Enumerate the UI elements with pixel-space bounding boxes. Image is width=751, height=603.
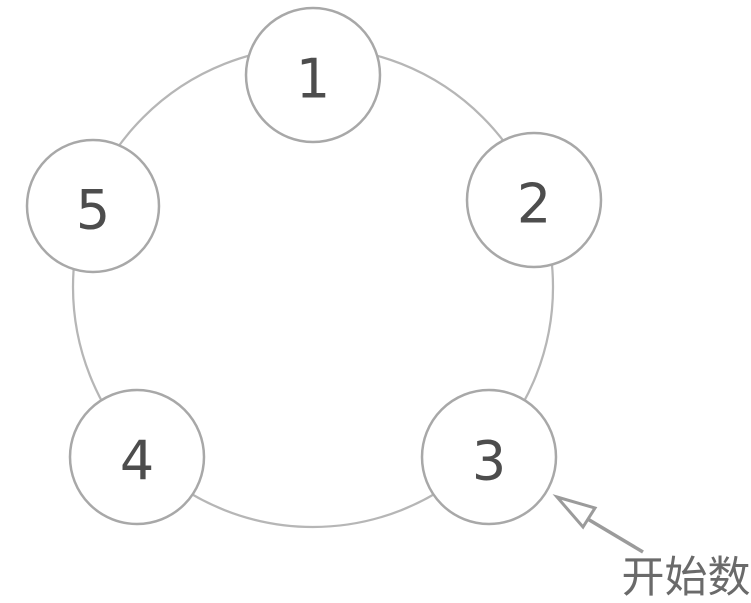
node-label-3: 3 bbox=[472, 430, 506, 493]
pointer-arrow-icon bbox=[552, 494, 644, 554]
pointer-arrow-head bbox=[552, 494, 598, 530]
node-circle-1 bbox=[244, 6, 382, 144]
start-counting-label: 开始数 bbox=[622, 553, 751, 603]
node-circle-3 bbox=[420, 388, 558, 526]
node-label-2: 2 bbox=[517, 173, 551, 236]
node-circle-5 bbox=[25, 138, 161, 274]
node-circle-4 bbox=[68, 388, 206, 526]
node-label-5: 5 bbox=[76, 179, 110, 242]
node-label-4: 4 bbox=[120, 430, 154, 493]
pointer-arrow-shaft bbox=[585, 516, 644, 554]
node-label-1: 1 bbox=[296, 48, 330, 111]
node-circle-2 bbox=[465, 131, 603, 269]
